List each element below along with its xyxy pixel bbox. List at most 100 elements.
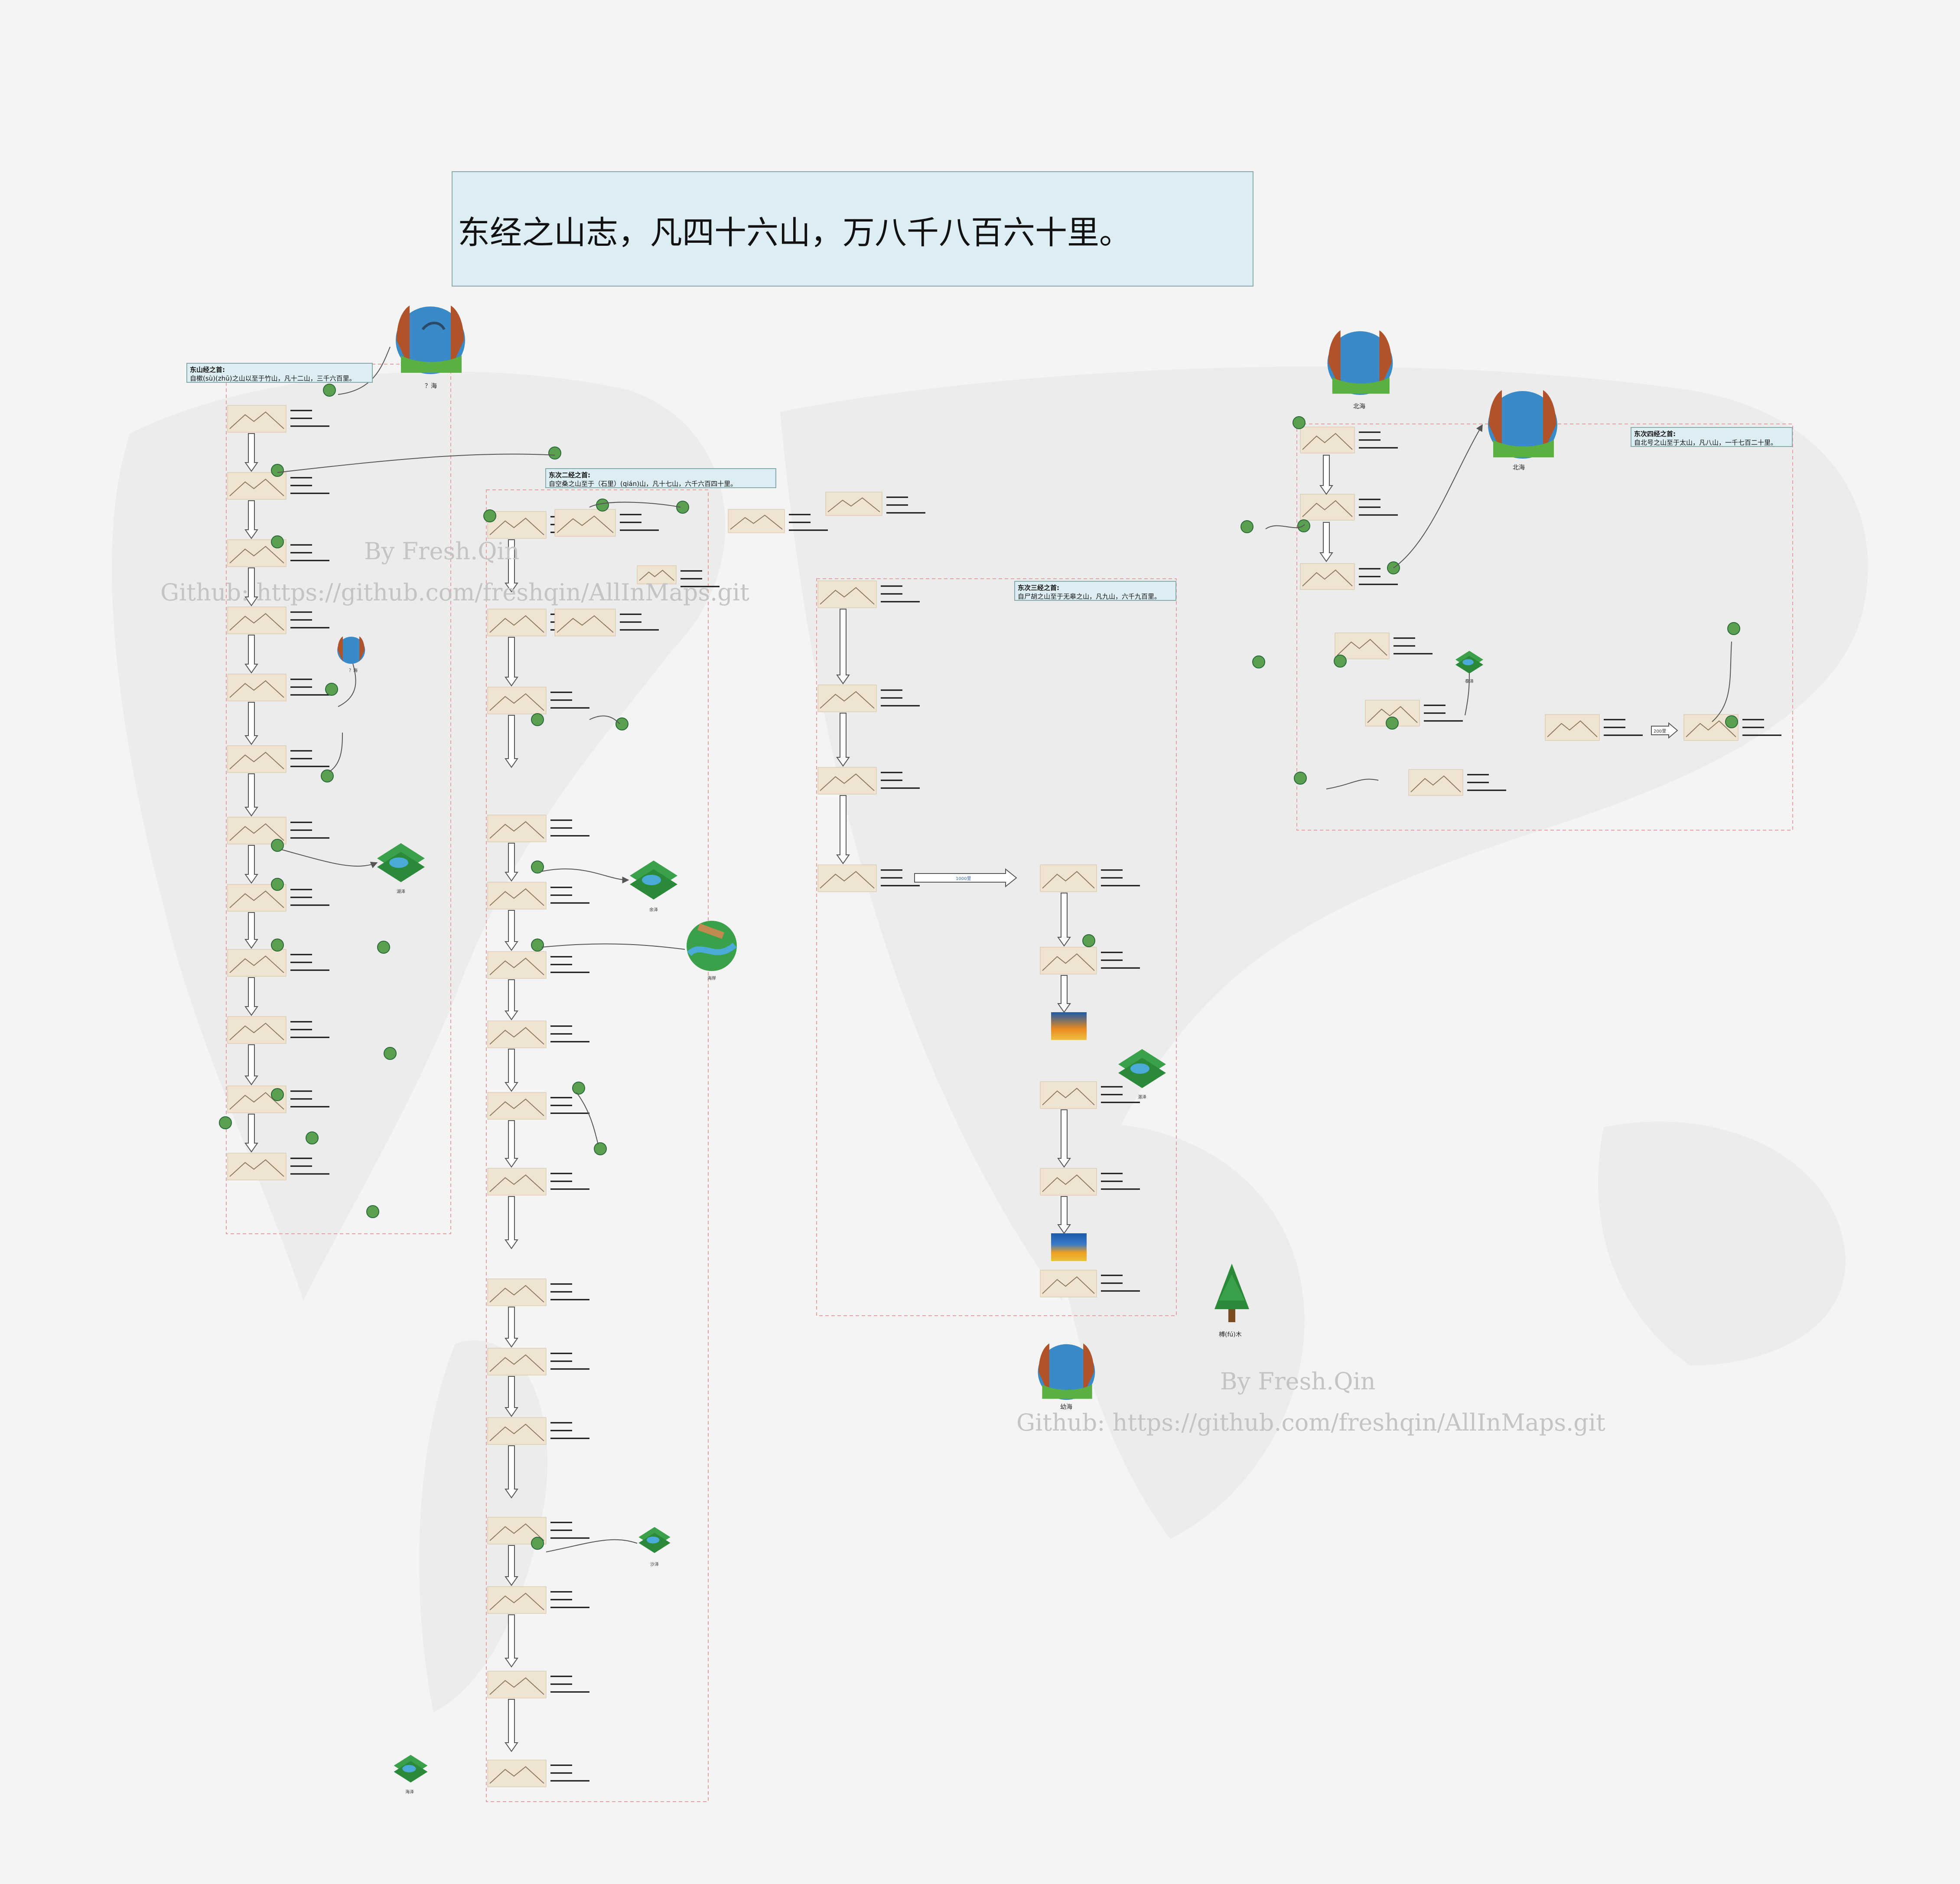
- mountain-ridge: [229, 1023, 284, 1040]
- mountain-ridge: [489, 1766, 544, 1784]
- mountain-ridge: [489, 1523, 544, 1541]
- ocean-end-label: 海泽: [405, 1790, 414, 1795]
- river-icon: [687, 921, 737, 971]
- section-summary-1: 自樕(sù)(zhū)之山以至于竹山，凡十二山，三千六百里。: [190, 375, 356, 382]
- mountain-ridge: [820, 587, 875, 605]
- down-arrow: [244, 635, 258, 674]
- down-arrow: [1319, 522, 1333, 562]
- mountain-ridge: [1302, 569, 1353, 587]
- mountain-ridge: [489, 1593, 544, 1610]
- creature-icon: [306, 1131, 319, 1144]
- tree-icon: [1214, 1264, 1249, 1322]
- creature-icon: [596, 499, 609, 512]
- down-arrow: [244, 433, 258, 472]
- mountain-ridge: [639, 570, 674, 581]
- mountain-ridge: [1042, 953, 1095, 971]
- down-arrow: [505, 637, 518, 687]
- creature-icon: [615, 717, 628, 730]
- creature-icon: [572, 1082, 585, 1095]
- lake-label-1: 湖泽: [397, 890, 405, 894]
- sunrise-image-2: [1051, 1233, 1087, 1261]
- mountain-ridge: [229, 546, 284, 564]
- sea-label-1: ？海: [425, 383, 437, 390]
- mountain-ridge: [1337, 639, 1387, 656]
- you-sea-label: 幼海: [1060, 1404, 1072, 1411]
- mountain-ridge: [1547, 720, 1598, 737]
- down-arrow: [836, 795, 850, 864]
- mountain-ridge: [229, 613, 284, 631]
- creature-icon: [323, 384, 336, 397]
- mountain-ridge: [1302, 433, 1353, 450]
- creature-icon: [321, 769, 334, 782]
- small-sea-label: ？海: [349, 668, 358, 673]
- down-arrow: [505, 1376, 518, 1417]
- creature-icon: [1725, 715, 1738, 728]
- mountain-ridge: [820, 773, 875, 791]
- down-arrow: [1057, 1196, 1071, 1234]
- mountain-ridge: [229, 479, 284, 496]
- down-arrow: [1057, 893, 1071, 947]
- mountain-ridge: [229, 955, 284, 973]
- mountain-ridge: [489, 1285, 544, 1303]
- down-arrow: [1319, 455, 1333, 495]
- tree-label: 榑(fú)木: [1219, 1331, 1242, 1338]
- mountain-chain-2: [483, 447, 925, 1787]
- down-arrow: [244, 773, 258, 817]
- creature-icon: [219, 1116, 232, 1129]
- mountain-ridge: [489, 693, 544, 711]
- mountain-ridge: [1410, 775, 1461, 792]
- mountain-ridge: [1686, 720, 1736, 737]
- creature-icon: [1727, 622, 1740, 635]
- watermark-github-2: Github: https://github.com/freshqin/AllI…: [1016, 1409, 1605, 1436]
- title-banner: 东经之山志，凡四十六山，万八千八百六十里。: [452, 171, 1253, 287]
- section-caption-1: 东山经之首: 自樕(sù)(zhū)之山以至于竹山，凡十二山，三千六百里。: [186, 363, 373, 383]
- down-arrow: [1057, 1109, 1071, 1168]
- creature-icon: [594, 1142, 607, 1155]
- lake-icon-3: [638, 1527, 671, 1553]
- mountain-ridge: [489, 615, 544, 633]
- creature-icon: [1386, 717, 1399, 730]
- mountain-ridge: [1367, 706, 1418, 723]
- mountain-chain-3: [817, 580, 920, 892]
- shore-label: 海岸: [707, 976, 716, 981]
- mountain-chain-3b: [1040, 864, 1140, 1297]
- down-arrow: [244, 500, 258, 539]
- section-caption-2: 东次二经之首: 自空桑之山至于（石里）(qián)山，凡十七山，六千六百四十里。: [545, 468, 776, 488]
- mountain-ridge: [557, 515, 614, 533]
- mountain-ridge: [489, 1677, 544, 1695]
- north-sea-label-1: 北海: [1353, 403, 1365, 410]
- down-arrow: [244, 1114, 258, 1153]
- section-summary-2: 自空桑之山至于（石里）(qián)山，凡十七山，六千六百四十里。: [549, 480, 737, 488]
- creature-icon: [271, 535, 284, 548]
- creature-icon: [271, 878, 284, 891]
- watermark-author-2: By Fresh.Qin: [1220, 1368, 1376, 1395]
- creature-icon: [1252, 655, 1265, 668]
- section-summary-3: 自尸胡之山至于无皋之山，凡九山，六千九百里。: [1018, 593, 1161, 600]
- lake-label-2: 余泽: [649, 908, 658, 913]
- down-arrow: [505, 1196, 518, 1249]
- mountain-ridge: [557, 615, 614, 633]
- mountain-ridge: [489, 1098, 544, 1116]
- mountain-ridge: [229, 752, 284, 769]
- lake-icon-1: [377, 843, 425, 882]
- creature-icon: [548, 447, 561, 460]
- north-sea-icon-1: [1327, 330, 1393, 395]
- down-arrow: [505, 979, 518, 1020]
- down-arrow: [244, 702, 258, 745]
- sea-icon: [396, 306, 465, 374]
- creature-icon: [1082, 934, 1095, 947]
- mountain-ridge: [229, 890, 284, 908]
- creature-icon: [483, 509, 496, 522]
- mountain-ridge: [820, 691, 875, 709]
- mountain-ridge: [1042, 871, 1095, 889]
- mountain-ridge: [489, 888, 544, 906]
- mountain-chain-1: [219, 384, 397, 1218]
- creature-icon: [377, 941, 390, 954]
- down-arrow: [505, 910, 518, 951]
- down-arrow: [505, 715, 518, 768]
- region-east-4: [1296, 424, 1793, 831]
- creature-icon: [325, 683, 338, 696]
- section-caption-4: 东次四经之首: 自北号之山至于太山，凡八山，一千七百二十里。: [1631, 427, 1793, 447]
- creature-icon: [531, 713, 544, 726]
- mountain-ridge: [229, 680, 284, 698]
